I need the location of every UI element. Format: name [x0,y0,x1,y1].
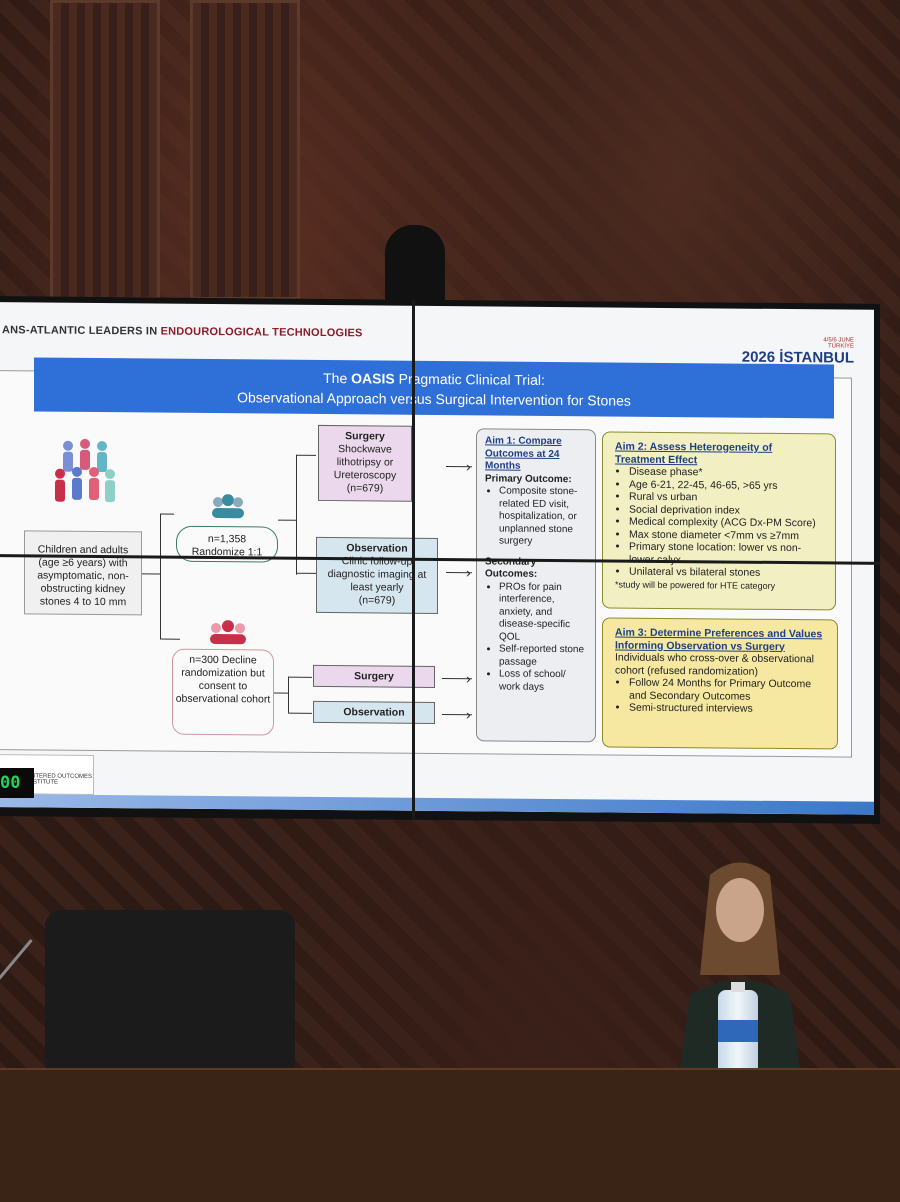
observation-arm-box: Observation Clinic follow-up diagnostic … [316,536,438,614]
slide-footer-bar [0,794,874,815]
carved-wall-panel [50,0,160,300]
connector-line [142,573,160,575]
carved-wall-panel [190,0,300,300]
connector-line [274,692,288,694]
panelist-person [680,862,800,1070]
connector-line [288,712,312,714]
declined-participants-icon [210,620,246,645]
declined-cohort-box: n=300 Decline randomization but consent … [172,648,274,736]
presentation-slide: ANS-ATLANTIC LEADERS IN ENDOUROLOGICAL T… [0,302,874,815]
connector-line [296,572,316,574]
video-wall-screen: ANS-ATLANTIC LEADERS IN ENDOUROLOGICAL T… [0,296,880,824]
bottle-cap [731,982,745,992]
chair [45,910,295,1068]
people-group-icon [55,438,115,503]
cohort-observation-box: Observation [313,700,435,724]
water-bottle [718,982,758,1076]
conference-header: ANS-ATLANTIC LEADERS IN ENDOUROLOGICAL T… [2,324,363,340]
aim3-box: Aim 3: Determine Preferences and Values … [602,617,838,750]
arrow-right-icon: › [466,458,471,475]
aim1-box: Aim 1: Compare Outcomes at 24 Months Pri… [476,428,596,743]
connector-line [296,454,316,456]
slide-title: The OASIS Pragmatic Clinical Trial: Obse… [34,357,834,419]
connector-line [160,638,180,640]
arrow-right-icon: › [466,706,471,723]
bottle-label [718,1020,758,1042]
arrow-right-icon: › [466,564,471,581]
connector-line [288,676,289,713]
connector-line [288,676,312,678]
aim2-box: Aim 2: Assess Heterogeneity of Treatment… [602,431,836,611]
cohort-surgery-box: Surgery [313,664,435,688]
aim3-list: Follow 24 Months for Primary Outcome and… [615,677,825,716]
primary-outcome-list: Composite stone-related ED visit, hospit… [485,485,587,548]
connector-line [160,513,161,639]
desk [0,1068,900,1202]
connector-line [160,513,174,515]
secondary-outcome-list: PROs for pain interference, anxiety, and… [485,581,587,694]
timer-display: 00 [0,768,34,798]
ceiling-camera [385,225,445,310]
study-population-box: Children and adults (age ≥6 years) with … [24,530,142,616]
connector-line [278,519,296,521]
event-brand: 4/5/6 JUNE TÜRKİYE 2026 İSTANBUL [741,337,854,367]
participants-icon [212,494,244,519]
surgery-arm-box: Surgery Shockwave lithotripsy or Uretero… [318,424,412,502]
arrow-right-icon: › [466,670,471,687]
